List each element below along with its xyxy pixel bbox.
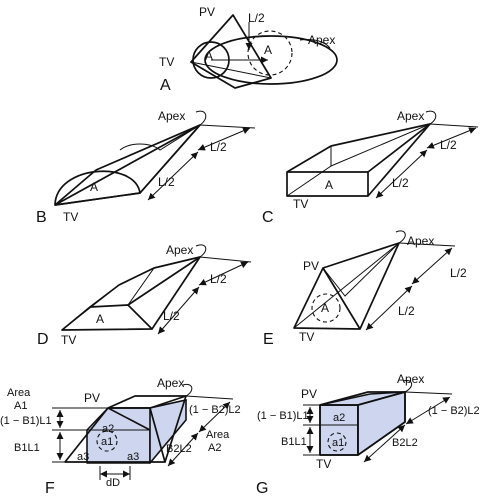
panel-c-apex-label: Apex — [397, 109, 424, 123]
panel-f-a2: a2 — [102, 423, 114, 435]
panel-e-letter: E — [263, 331, 274, 348]
panel-d-area: A — [96, 312, 104, 326]
panel-g-apex-leader — [402, 379, 413, 393]
panel-b-top-edge — [95, 124, 201, 171]
panel-f-seg-upper: (1 − B1)L1 — [0, 415, 52, 427]
panel-d-front-face — [61, 304, 153, 331]
panel-e-l2-dim-1 — [365, 285, 413, 331]
panel-e-l2-dim-2 — [411, 247, 453, 285]
panel-g-dim-1b2 — [405, 396, 451, 425]
panel-f-apex-leader — [182, 383, 193, 397]
panel-d-letter: D — [37, 331, 49, 348]
panel-a-letter: A — [160, 77, 171, 94]
panel-a-area-left: A — [205, 49, 213, 63]
panel-b-l2-dim-1 — [147, 151, 199, 201]
panel-f-area-1: A1 — [14, 400, 27, 412]
panel-f-letter: F — [45, 480, 55, 497]
panel-f-circle — [96, 430, 118, 452]
panel-d-l2-upper: L/2 — [210, 272, 227, 286]
panel-f-area-word: Area — [7, 387, 31, 399]
panel-f-seg-lower: B1L1 — [14, 442, 40, 454]
panel-g-seg2-upper: (1 − B2)L2 — [428, 405, 480, 417]
panel-b-letter: B — [36, 209, 47, 226]
panel-f-seg2-lower: B2L2 — [166, 443, 192, 455]
panel-d-apex-label: Apex — [166, 243, 193, 257]
panel-c-letter: C — [262, 209, 274, 226]
panel-c-l2-lower: L/2 — [392, 176, 409, 190]
panel-d-l2-dim-1 — [157, 286, 200, 335]
panel-e-l2-upper: L/2 — [450, 266, 467, 280]
panel-c-tv-label: TV — [293, 197, 308, 211]
panel-e: PV Apex L/2 L/2 A TV E — [263, 230, 467, 348]
panel-f-a1: a1 — [101, 436, 113, 448]
panel-g-apex-label: Apex — [397, 372, 424, 386]
panel-d: Apex L/2 L/2 A TV D — [37, 243, 252, 348]
panel-b-apex-leader — [195, 110, 207, 126]
panel-f-shaded-side — [149, 399, 187, 464]
panel-f-area-2: A2 — [208, 442, 221, 454]
panel-c-apex-leader — [425, 110, 437, 125]
panel-a-ellipse — [204, 35, 338, 85]
panel-d-l2-lower: L/2 — [163, 309, 180, 323]
panel-d-tv-label: TV — [61, 333, 76, 347]
panel-c-l2-dim-2 — [426, 127, 477, 149]
panel-f: Area A1 (1 − B1)L1 B1L1 PV Apex (1 − B2)… — [0, 376, 241, 497]
panel-b: Apex L/2 L/2 A TV B — [36, 109, 256, 226]
panel-c-l2-dim-1 — [375, 149, 428, 199]
panel-g-circle — [327, 432, 347, 452]
panel-g-dim-b2 — [363, 424, 406, 463]
panel-f-seg2-upper: (1 − B2)L2 — [189, 404, 241, 416]
panel-d-l2-dim-2 — [198, 261, 249, 286]
panel-f-pv-label: PV — [84, 391, 100, 405]
panel-f-dim-1b2 — [198, 401, 231, 433]
panel-f-apex-label: Apex — [157, 376, 184, 390]
panel-c: Apex L/2 L/2 A TV C — [262, 109, 479, 226]
panel-g-seg2-lower: B2L2 — [392, 437, 418, 449]
panel-b-tv-label: TV — [63, 210, 78, 224]
panel-c-area: A — [325, 178, 333, 192]
panel-f-dim-b2 — [167, 432, 199, 467]
panel-b-apex-label: Apex — [158, 109, 185, 123]
panel-b-front-face — [54, 170, 141, 206]
panel-a-tv-label: TV — [159, 55, 174, 69]
panel-a-area-right: A — [264, 43, 272, 57]
panel-e-front-triangle — [293, 267, 361, 330]
panel-b-base — [54, 124, 201, 206]
panel-a-apex-leader — [299, 39, 331, 49]
panel-g-seg-lower: B1L1 — [281, 436, 307, 448]
panel-a-l2-label: L/2 — [248, 11, 265, 25]
panel-g-seg-upper: (1 − B1)L1 — [257, 410, 309, 422]
panel-e-l2-lower: L/2 — [398, 304, 415, 318]
panel-b-area: A — [90, 180, 98, 194]
panel-e-circle — [311, 293, 341, 323]
panel-f-a3-right: a3 — [127, 451, 139, 463]
panel-c-l2-upper: L/2 — [440, 138, 457, 152]
panel-e-apex-label: Apex — [407, 234, 434, 248]
panel-g-pv-label: PV — [301, 387, 317, 401]
panel-e-apex-leader — [395, 230, 406, 244]
panel-a-apex-label: Apex — [308, 33, 335, 47]
panel-g-letter: G — [256, 480, 268, 497]
panel-g: PV Apex (1 − B1)L1 B1L1 (1 − B2)L2 B2L2 … — [256, 372, 480, 497]
panel-g-tv-label: TV — [316, 457, 331, 471]
panel-f-area-word-2: Area — [206, 429, 230, 441]
panel-g-a1: a1 — [332, 437, 344, 449]
panel-c-top — [286, 123, 431, 173]
panel-a: PV L/2 Apex TV A A A — [159, 5, 338, 94]
panel-e-pv-label: PV — [303, 259, 319, 273]
panel-b-l2-lower: L/2 — [158, 175, 175, 189]
panel-f-a3-left: a3 — [77, 451, 89, 463]
panel-b-l2-dim-2 — [197, 127, 251, 151]
panel-e-area: A — [321, 301, 329, 315]
panel-e-tv-label: TV — [299, 330, 314, 344]
panel-a-circle-right — [247, 30, 293, 76]
panel-b-l2-upper: L/2 — [210, 140, 227, 154]
panel-a-pv-label: PV — [199, 5, 215, 19]
panel-d-apex-leader — [195, 244, 207, 258]
panel-f-dD: dD — [106, 477, 120, 489]
panel-g-a2: a2 — [333, 412, 345, 424]
